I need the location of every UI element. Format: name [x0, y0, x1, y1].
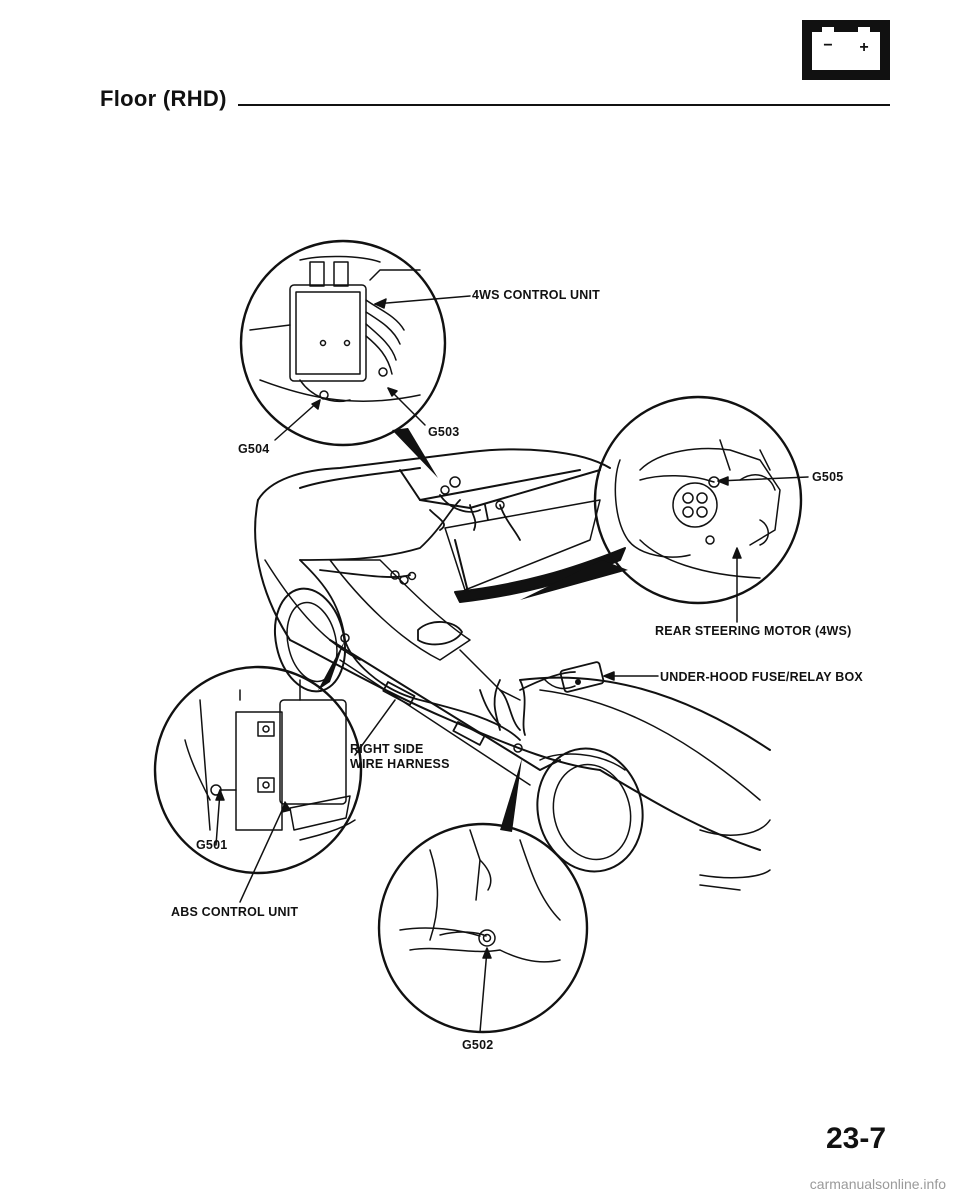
title-rule: [238, 104, 890, 106]
battery-icon: − +: [802, 20, 890, 80]
label-g503: G503: [428, 425, 460, 439]
battery-minus: −: [823, 37, 832, 54]
label-fuse-box: UNDER-HOOD FUSE/RELAY BOX: [660, 670, 863, 684]
fuse-box-icon: [544, 661, 605, 693]
label-rear-steering-motor: REAR STEERING MOTOR (4WS): [655, 624, 852, 638]
label-abs-control-unit: ABS CONTROL UNIT: [171, 905, 299, 919]
label-harness-line2: WIRE HARNESS: [350, 757, 450, 771]
label-g504: G504: [238, 442, 270, 456]
label-g502: G502: [462, 1038, 494, 1052]
callout-abs-control-unit: [153, 665, 363, 875]
label-harness-line1: RIGHT SIDE: [350, 742, 424, 756]
label-g501: G501: [196, 838, 228, 852]
label-4ws-control-unit: 4WS CONTROL UNIT: [472, 288, 600, 302]
callout-rear-steering-motor: [593, 395, 803, 605]
leader-lines: [215, 295, 809, 1033]
page-title: Floor (RHD): [100, 86, 227, 111]
battery-plus: +: [859, 39, 868, 56]
footer-watermark: carmanualsonline.info: [809, 1176, 946, 1192]
callout-pointers: [318, 428, 628, 832]
wire-harness: [299, 476, 576, 753]
callout-4ws-control-unit: [239, 239, 447, 447]
page-number: 23-7: [826, 1122, 887, 1155]
label-g505: G505: [812, 470, 844, 484]
callout-g502: [377, 822, 589, 1034]
